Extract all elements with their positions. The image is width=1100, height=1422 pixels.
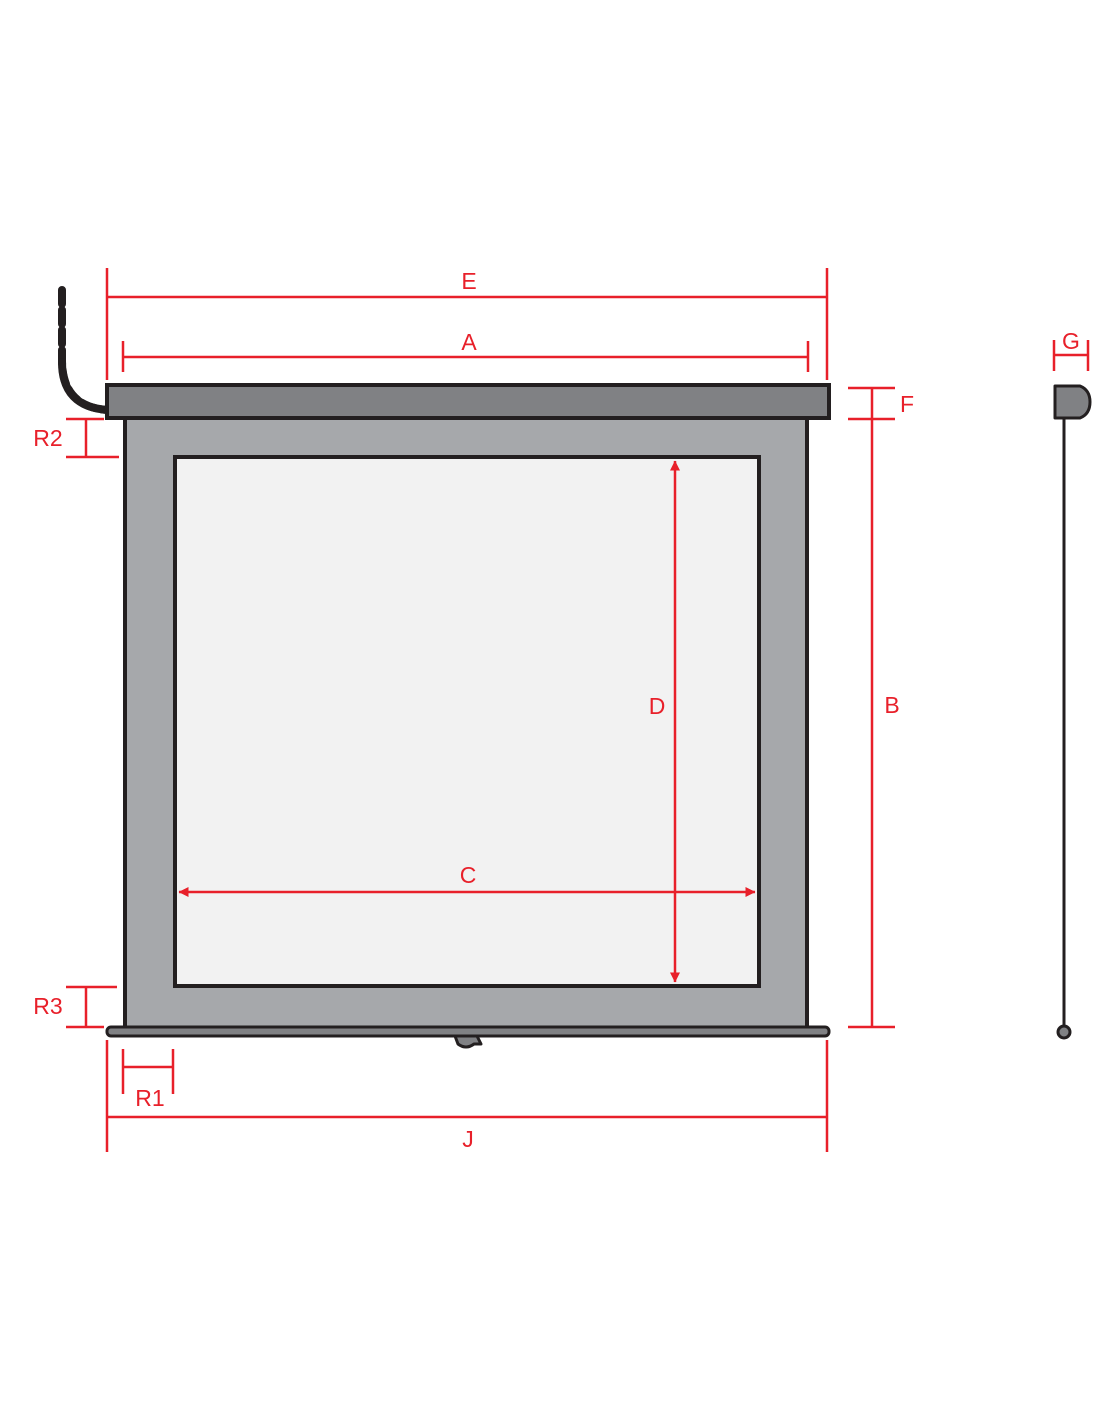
dimension-lines <box>66 268 1090 1152</box>
dimension-labels: E A F G R2 D B C R3 R1 J <box>33 268 1080 1152</box>
label-R2: R2 <box>33 425 62 451</box>
label-R1: R1 <box>135 1085 164 1111</box>
label-F: F <box>900 391 914 417</box>
label-G: G <box>1062 328 1080 354</box>
label-E: E <box>461 268 476 294</box>
label-B: B <box>884 692 899 718</box>
power-cable-icon <box>58 286 112 414</box>
front-view <box>58 286 831 1049</box>
pull-handle-icon <box>453 1034 483 1049</box>
label-R3: R3 <box>33 993 62 1019</box>
viewing-surface <box>173 455 761 988</box>
label-C: C <box>460 862 477 888</box>
label-J: J <box>462 1126 474 1152</box>
side-profile-view <box>1053 384 1092 1040</box>
roller-housing <box>105 383 831 420</box>
label-D: D <box>649 693 666 719</box>
label-A: A <box>461 329 477 355</box>
